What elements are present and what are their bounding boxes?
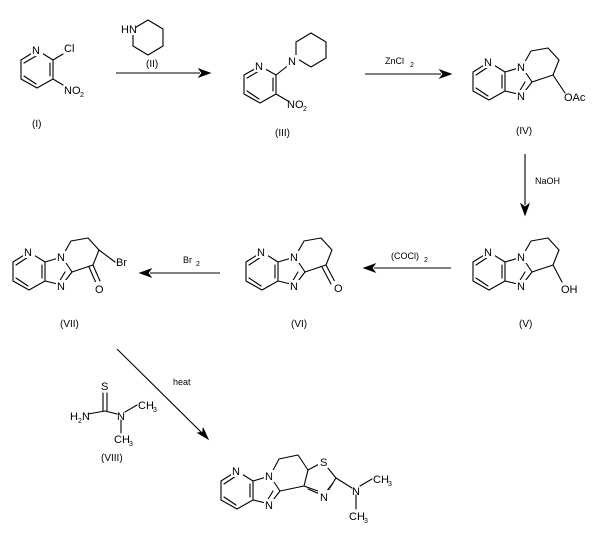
reagent-heat: heat xyxy=(173,377,191,387)
product-n4: N xyxy=(320,492,328,504)
product-n5: N xyxy=(352,486,360,498)
compound-VI-label: (VI) xyxy=(291,319,307,330)
compound-III: N N NO 2 (III) xyxy=(243,32,327,139)
compound-V-n1: N xyxy=(484,247,492,259)
compound-VIII: S H 2 N N CH 3 CH 3 (VIII) xyxy=(70,381,157,464)
reagent-cocl2: (COCl) xyxy=(391,251,419,261)
compound-V-n3: N xyxy=(517,281,525,293)
product-n2: N xyxy=(265,471,273,483)
arrow-6: heat xyxy=(116,348,210,441)
compound-III-label: (III) xyxy=(275,128,290,139)
compound-III-no2: NO xyxy=(287,99,304,111)
compound-II-hn: HN xyxy=(121,24,137,36)
compound-VII-br: Br xyxy=(116,257,127,269)
compound-V-n2: N xyxy=(517,252,525,264)
compound-VIII-ch3a-sub: 3 xyxy=(153,407,157,414)
compound-VI: N N N O (VI) xyxy=(245,237,344,330)
compound-VIII-ch3a: CH xyxy=(138,400,154,412)
arrow-2: ZnCl 2 xyxy=(365,56,453,80)
compound-V-oh: OH xyxy=(561,284,578,296)
product-ch3a: CH xyxy=(373,474,389,486)
compound-III-no2-sub: 2 xyxy=(303,106,307,113)
reagent-cocl2-sub: 2 xyxy=(424,257,428,264)
product-ch3a-sub: 3 xyxy=(388,481,392,488)
product-ch3b-sub: 3 xyxy=(364,518,368,525)
arrow-1 xyxy=(116,67,212,79)
arrow-4: (COCl) 2 xyxy=(362,251,451,274)
arrow-5: Br 2 xyxy=(138,255,220,279)
compound-VII-n1: N xyxy=(24,247,32,259)
compound-V-label: (V) xyxy=(519,319,532,330)
compound-II: HN (II) xyxy=(120,19,164,70)
compound-I-no2-sub: 2 xyxy=(80,92,84,99)
compound-I-n: N xyxy=(32,45,40,57)
compound-VIII-ch3b: CH xyxy=(114,434,130,446)
compound-VII-n3: N xyxy=(57,281,65,293)
compound-I-no2: NO xyxy=(64,85,81,97)
compound-VIII-h2n-n: N xyxy=(82,411,90,423)
reagent-zncl2-sub: 2 xyxy=(410,62,414,69)
compound-VIII-n: N xyxy=(117,411,125,423)
compound-VII: N N N O Br (VII) xyxy=(12,237,127,330)
product-n3: N xyxy=(265,500,273,512)
compound-III-n-pip: N xyxy=(288,56,296,68)
compound-IV-n1: N xyxy=(484,57,492,69)
product-n1: N xyxy=(232,466,240,478)
reagent-br2-sub: 2 xyxy=(196,261,200,268)
compound-V: N N N OH (V) xyxy=(472,237,578,330)
product-s: S xyxy=(320,457,327,469)
compound-II-label: (II) xyxy=(146,59,158,70)
compound-IV-n2: N xyxy=(517,62,525,74)
compound-VI-o: O xyxy=(334,283,343,295)
compound-VIII-label: (VIII) xyxy=(101,453,123,464)
reagent-zncl2: ZnCl xyxy=(385,56,404,66)
compound-I-label: (I) xyxy=(32,119,41,130)
product-ch3b: CH xyxy=(349,511,365,523)
compound-IV-label: (IV) xyxy=(516,126,532,137)
compound-VII-o: O xyxy=(95,284,104,296)
compound-VII-n2: N xyxy=(57,252,65,264)
reagent-br2: Br xyxy=(183,255,192,265)
arrow-3: NaOH xyxy=(519,154,560,217)
compound-VIII-s: S xyxy=(101,381,108,393)
compound-VI-n2: N xyxy=(290,252,298,264)
product: N N N S N N CH 3 CH 3 xyxy=(220,454,392,525)
compound-I: N Cl NO 2 (I) xyxy=(20,43,84,130)
compound-VI-n3: N xyxy=(290,281,298,293)
compound-VI-n1: N xyxy=(257,247,265,259)
compound-III-n-py: N xyxy=(255,61,263,73)
compound-VIII-ch3b-sub: 3 xyxy=(129,441,133,448)
compound-I-cl: Cl xyxy=(64,43,74,55)
compound-IV-n3: N xyxy=(517,91,525,103)
compound-VIII-h2n: H xyxy=(70,411,78,423)
compound-IV-oac: OAc xyxy=(564,92,586,104)
compound-VII-label: (VII) xyxy=(60,319,79,330)
compound-VIII-h2n-sub: 2 xyxy=(78,418,82,425)
reagent-naoh: NaOH xyxy=(535,176,560,186)
compound-IV: N N N OAc (IV) xyxy=(472,47,586,137)
